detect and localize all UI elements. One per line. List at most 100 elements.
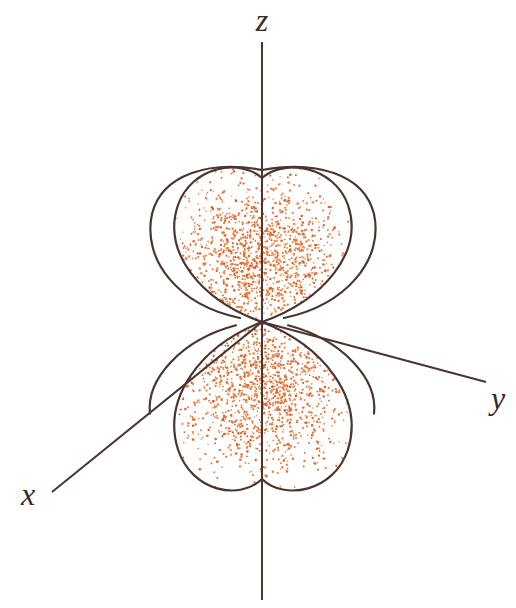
density-dot bbox=[289, 245, 291, 247]
density-dot bbox=[243, 410, 245, 412]
density-dot bbox=[271, 252, 273, 254]
density-dot bbox=[287, 304, 289, 306]
density-dot bbox=[277, 262, 279, 264]
density-dot bbox=[248, 250, 250, 252]
density-dot bbox=[231, 383, 233, 385]
density-dot bbox=[221, 261, 223, 263]
density-dot bbox=[251, 217, 253, 219]
density-dot bbox=[202, 341, 204, 343]
density-dot bbox=[319, 349, 321, 351]
density-dot bbox=[255, 187, 258, 190]
density-dot bbox=[246, 237, 248, 239]
density-dot bbox=[265, 262, 267, 264]
density-dot bbox=[285, 217, 287, 219]
density-dot bbox=[217, 316, 219, 318]
density-dot bbox=[243, 441, 245, 443]
density-dot bbox=[166, 223, 168, 225]
density-dot bbox=[272, 228, 274, 230]
density-dot bbox=[178, 466, 180, 468]
density-dot bbox=[236, 306, 237, 307]
density-dot bbox=[198, 434, 199, 435]
density-dot bbox=[279, 209, 281, 211]
density-dot bbox=[195, 284, 196, 285]
density-dot bbox=[182, 398, 184, 400]
density-dot bbox=[334, 421, 336, 423]
density-dot bbox=[270, 232, 272, 234]
density-dot bbox=[243, 317, 245, 319]
density-dot bbox=[271, 366, 273, 368]
density-dot bbox=[234, 264, 236, 266]
density-dot bbox=[241, 270, 243, 272]
density-dot bbox=[293, 373, 295, 375]
density-dot bbox=[182, 255, 184, 257]
density-dot bbox=[295, 289, 296, 290]
density-dot bbox=[267, 308, 269, 310]
density-dot bbox=[284, 395, 286, 397]
density-dot bbox=[244, 283, 247, 286]
density-dot bbox=[146, 339, 148, 341]
density-dot bbox=[246, 497, 248, 499]
density-dot bbox=[273, 350, 275, 352]
density-dot bbox=[272, 340, 275, 343]
density-dot bbox=[357, 243, 359, 245]
density-dot bbox=[289, 386, 291, 388]
density-dot bbox=[285, 209, 287, 211]
density-dot bbox=[266, 338, 268, 340]
density-dot bbox=[188, 372, 190, 374]
density-dot bbox=[275, 202, 277, 204]
density-dot bbox=[234, 267, 235, 268]
density-dot bbox=[181, 270, 183, 272]
density-dot bbox=[277, 287, 279, 289]
density-dot bbox=[268, 361, 270, 363]
density-dot bbox=[228, 256, 230, 258]
density-dot bbox=[274, 385, 276, 387]
density-dot bbox=[173, 366, 175, 368]
density-dot bbox=[290, 283, 292, 285]
density-dot bbox=[330, 244, 332, 246]
density-dot bbox=[253, 258, 255, 260]
density-dot bbox=[220, 244, 222, 246]
density-dot bbox=[310, 197, 312, 199]
density-dot bbox=[208, 280, 210, 282]
density-dot bbox=[233, 289, 236, 292]
density-dot bbox=[335, 388, 337, 390]
density-dot bbox=[240, 309, 243, 312]
density-dot bbox=[263, 212, 264, 213]
density-dot bbox=[333, 357, 335, 359]
density-dot bbox=[196, 285, 198, 287]
density-dot bbox=[215, 198, 217, 200]
density-dot bbox=[231, 382, 233, 384]
density-dot bbox=[256, 303, 257, 304]
density-dot bbox=[269, 262, 271, 264]
density-dot bbox=[208, 248, 210, 250]
density-dot bbox=[246, 276, 248, 278]
density-dot bbox=[241, 390, 243, 392]
density-dot bbox=[273, 264, 276, 267]
density-dot bbox=[298, 287, 300, 289]
density-dot bbox=[289, 319, 291, 321]
density-dot bbox=[287, 231, 289, 233]
density-dot bbox=[321, 280, 323, 282]
density-dot bbox=[292, 219, 294, 221]
density-dot bbox=[238, 212, 240, 214]
density-dot bbox=[223, 433, 226, 436]
density-dot bbox=[256, 403, 258, 405]
density-dot bbox=[301, 230, 303, 232]
density-dot bbox=[258, 361, 261, 364]
density-dot bbox=[222, 201, 224, 203]
density-dot bbox=[306, 202, 308, 204]
density-dot bbox=[246, 191, 247, 192]
density-dot bbox=[275, 235, 277, 237]
density-dot bbox=[178, 194, 181, 197]
density-dot bbox=[115, 196, 116, 197]
density-dot bbox=[299, 250, 301, 252]
density-dot bbox=[252, 474, 254, 476]
density-dot bbox=[286, 252, 288, 254]
density-dot bbox=[250, 310, 252, 312]
density-dot bbox=[237, 329, 239, 331]
density-dot bbox=[332, 266, 334, 268]
density-dot bbox=[266, 240, 268, 242]
density-dot bbox=[309, 284, 311, 286]
density-dot bbox=[224, 291, 227, 294]
density-dot bbox=[267, 248, 269, 250]
